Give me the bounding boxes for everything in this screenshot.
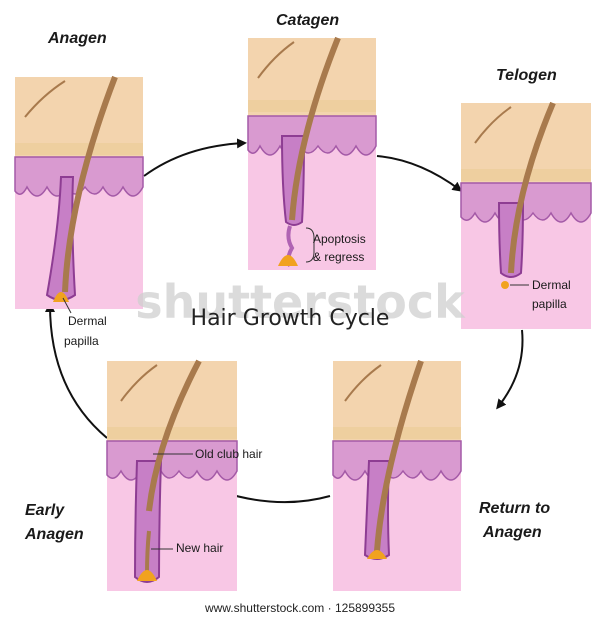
panel-anagen [14,75,144,314]
arrow-telogen-to-return [496,329,524,410]
catagen-apoptosis-label-line1: Apoptosis [313,232,366,246]
old-club-hair [146,359,202,512]
stage-title-return-line1: Return to [479,500,550,517]
apoptosis-bracket [305,227,315,263]
footer-credit: www.shutterstock.com · 125899355 [204,601,395,615]
stage-title-telogen: Telogen [496,67,557,84]
old-hair-line [120,364,158,402]
anagen-papilla-label-line2: papilla [64,334,99,348]
stage-title-early-line1: Early [25,502,65,519]
arrow-catagen-to-telogen [376,155,463,192]
old-hair-line [24,80,66,118]
panel-telogen [460,101,592,329]
epidermis-waves [247,115,377,156]
watermark: shutterstock [135,275,466,329]
early-anagen-old-club-hair-label: Old club hair [195,447,262,461]
epidermis-waves [460,182,592,223]
stage-title-return-line2: Anagen [482,524,542,541]
panel-early-anagen [106,359,238,591]
dermal-papilla [137,570,157,581]
old-hair-line [344,364,382,402]
dermal-papilla [53,292,69,302]
diagram-title: Hair Growth Cycle [191,306,390,331]
dermal-papilla [367,550,387,559]
arrow-early-to-anagen [45,302,108,439]
hair-shaft [62,75,118,293]
panel-catagen [247,36,377,270]
anagen-papilla-label-line1: Dermal [68,314,107,328]
dermal-papilla [278,255,298,266]
stage-title-anagen: Anagen [47,30,107,47]
old-hair-line [474,106,512,144]
skin-band [15,143,143,155]
arrow-anagen-to-catagen [143,138,247,177]
early-anagen-new-hair-label: New hair [176,541,223,555]
telogen-papilla-label-line2: papilla [532,297,567,311]
arrow-return-to-early [219,489,331,504]
stage-title-catagen: Catagen [276,12,339,29]
old-hair-line [257,41,295,79]
catagen-apoptosis-label-line2: & regress [313,250,364,264]
epidermis-waves [332,440,462,481]
telogen-papilla-label-line1: Dermal [532,278,571,292]
papilla-pointer [62,297,72,314]
stage-title-early-line2: Anagen [24,526,84,543]
hair-shaft [508,101,556,274]
new-hair [145,530,151,576]
hair-shaft [374,360,424,552]
skin-band [107,427,237,439]
hair-shaft [289,36,341,221]
panel-return-to-anagen [332,360,462,591]
dermal-papilla [501,281,509,289]
